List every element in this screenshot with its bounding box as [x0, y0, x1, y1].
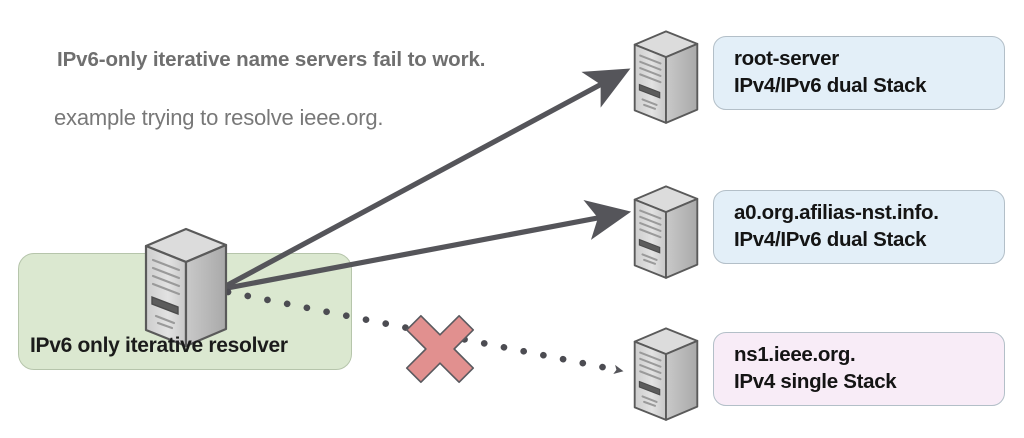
node-name-root-server: root-server: [734, 47, 839, 71]
server-tower-icon-root-server: [630, 27, 702, 128]
node-name-ns1-ieee-org: ns1.ieee.org.: [734, 343, 856, 367]
page-title: IPv6-only iterative name servers fail to…: [57, 48, 486, 71]
resolver-label: IPv6 only iterative resolver: [30, 334, 288, 357]
page-subtitle: example trying to resolve ieee.org.: [54, 105, 384, 130]
node-stack-ns1-ieee-org: IPv4 single Stack: [734, 370, 897, 393]
red-x-icon: [405, 314, 475, 384]
node-label-box-afilias-nst: a0.org.afilias-nst.info. IPv4/IPv6 dual …: [713, 190, 1005, 264]
node-name-afilias-nst: a0.org.afilias-nst.info.: [734, 201, 939, 225]
node-label-box-root-server: root-server IPv4/IPv6 dual Stack: [713, 36, 1005, 110]
server-tower-icon-ns1-ieee-org: [630, 324, 702, 425]
server-tower-icon-resolver: [140, 226, 232, 350]
node-stack-afilias-nst: IPv4/IPv6 dual Stack: [734, 228, 927, 251]
node-stack-root-server: IPv4/IPv6 dual Stack: [734, 74, 927, 97]
server-tower-icon-afilias-nst: [630, 182, 702, 283]
node-label-box-ns1-ieee-org: ns1.ieee.org. IPv4 single Stack: [713, 332, 1005, 406]
